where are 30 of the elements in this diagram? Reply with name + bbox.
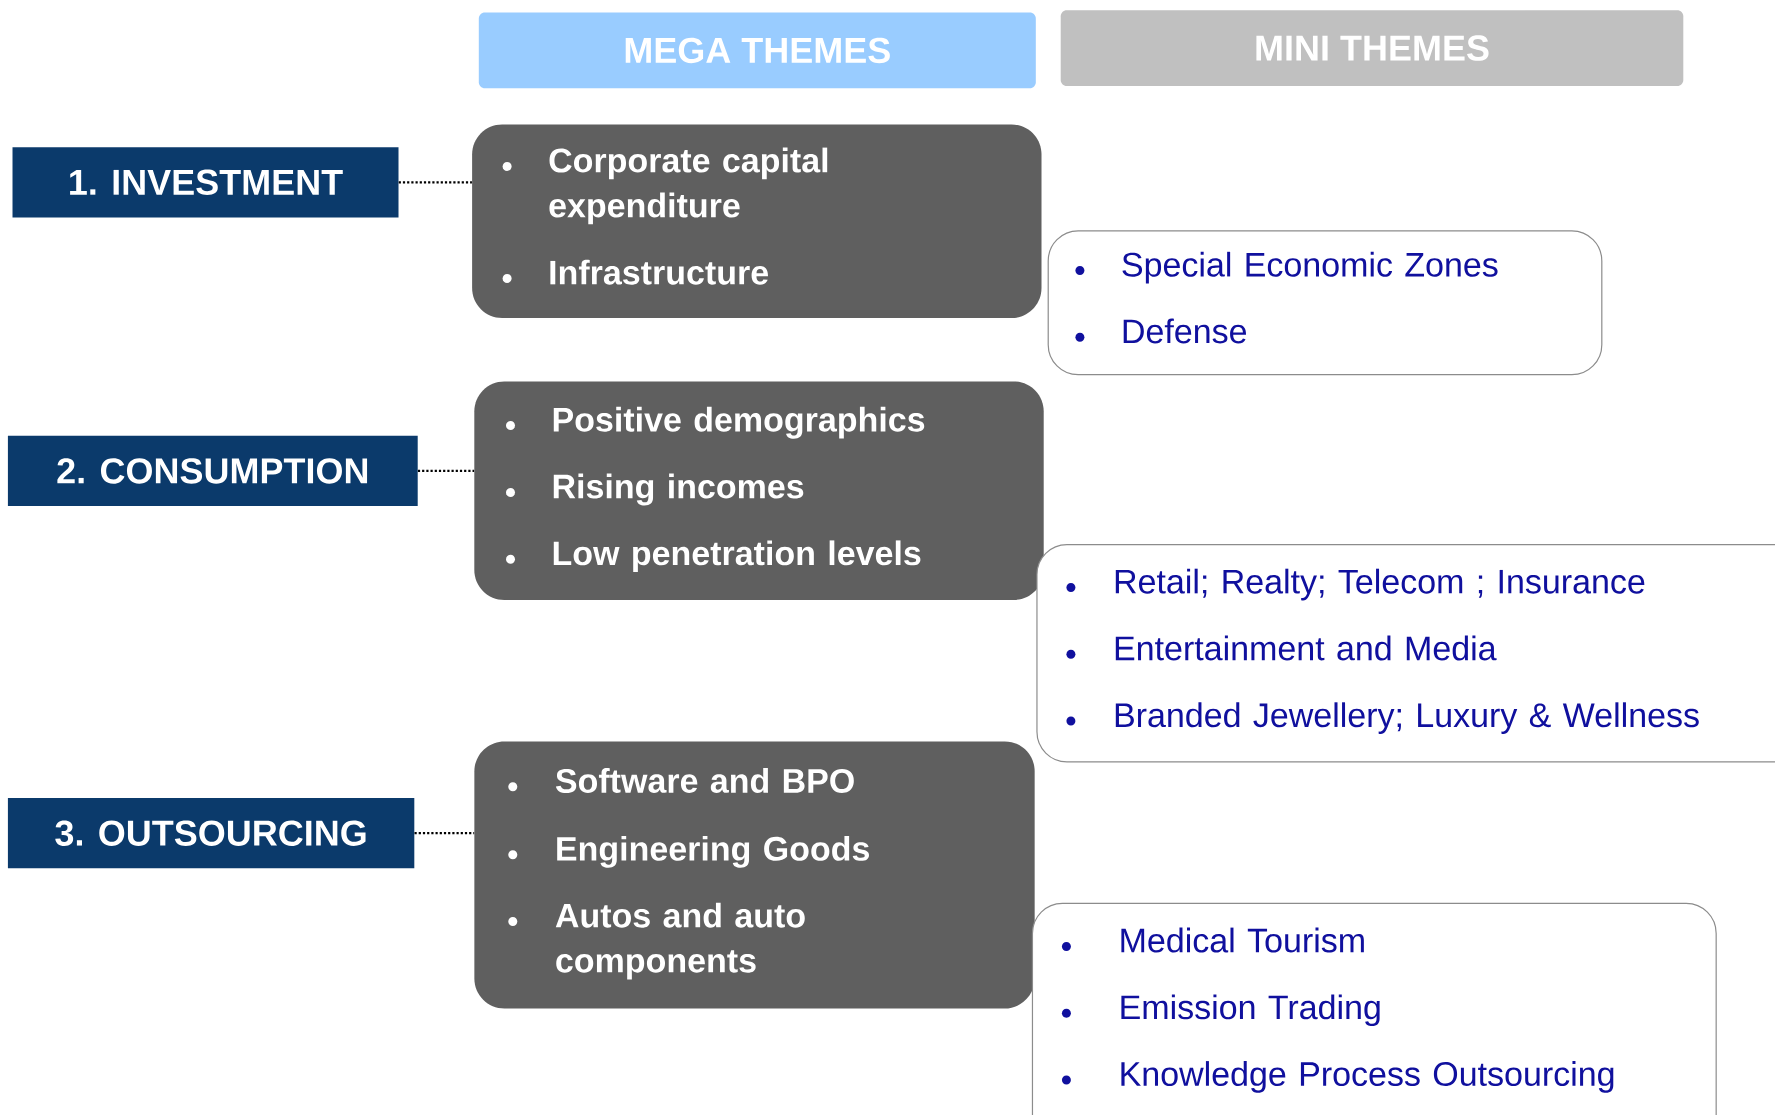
bullet-item: Emission Trading (1061, 994, 1380, 1027)
bullet-item: Software and BPO (508, 768, 854, 793)
mega-theme-box (474, 741, 1035, 1009)
bullet-item: Retail; Realty; Telecom ; Insurance (1066, 568, 1645, 601)
bullet-item: Positive demographics (506, 406, 925, 439)
bullet-item: Autos and auto components (508, 902, 805, 980)
bullet-item: Knowledge Process Outsourcing (1061, 1061, 1614, 1093)
bullet-item: Entertainment and Media (1066, 635, 1497, 661)
mega-theme-box (474, 381, 1044, 600)
bullet-item: Special Economic Zones (1075, 251, 1498, 284)
mini-theme-box (1031, 902, 1717, 1115)
bullet-item: Low penetration levels (506, 540, 921, 573)
dotted-connector (398, 181, 472, 184)
theme-label: 2. CONSUMPTION (7, 435, 418, 506)
mega-theme-box (472, 124, 1042, 319)
column-header: MEGA THEMES (478, 12, 1036, 89)
bullet-item: Medical Tourism (1061, 927, 1364, 953)
column-header: MINI THEMES (1060, 10, 1684, 86)
bullet-item: Rising incomes (506, 473, 804, 506)
theme-label: 3. OUTSOURCING (7, 798, 415, 869)
dotted-connector (414, 832, 475, 835)
theme-label: 1. INVESTMENT (12, 147, 399, 218)
bullet-item: Infrastructure (502, 259, 768, 285)
dotted-connector (417, 469, 475, 472)
mini-theme-box (1036, 543, 1775, 763)
bullet-item: Defense (1075, 318, 1246, 344)
bullet-item: Engineering Goods (508, 835, 869, 868)
mini-theme-box (1047, 230, 1603, 376)
bullet-item: Branded Jewellery; Luxury & Wellness (1066, 702, 1699, 734)
bullet-item: Corporate capital expenditure (502, 147, 828, 225)
